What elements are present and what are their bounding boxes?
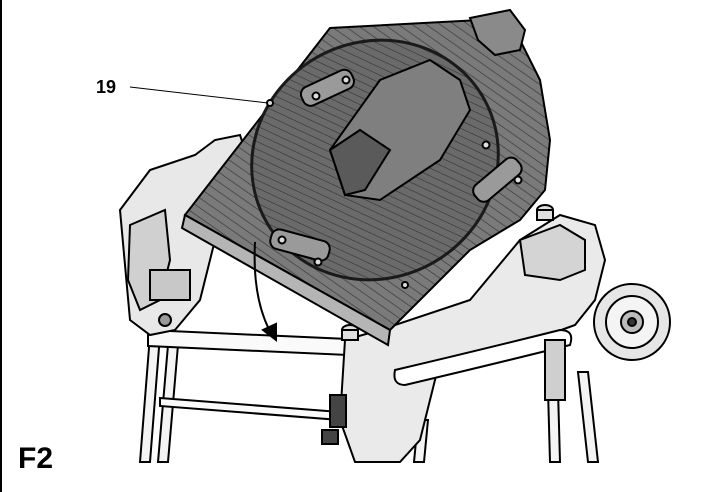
table-plate — [180, 8, 552, 347]
knobs — [341, 204, 554, 341]
page-left-border — [0, 0, 2, 492]
figure-label: F2 — [18, 442, 54, 475]
callout-19-leader — [129, 86, 269, 104]
transport-wheel — [593, 283, 671, 361]
right-frame — [321, 213, 607, 463]
callout-number: 19 — [96, 77, 117, 97]
rotation-arrow — [253, 241, 277, 343]
